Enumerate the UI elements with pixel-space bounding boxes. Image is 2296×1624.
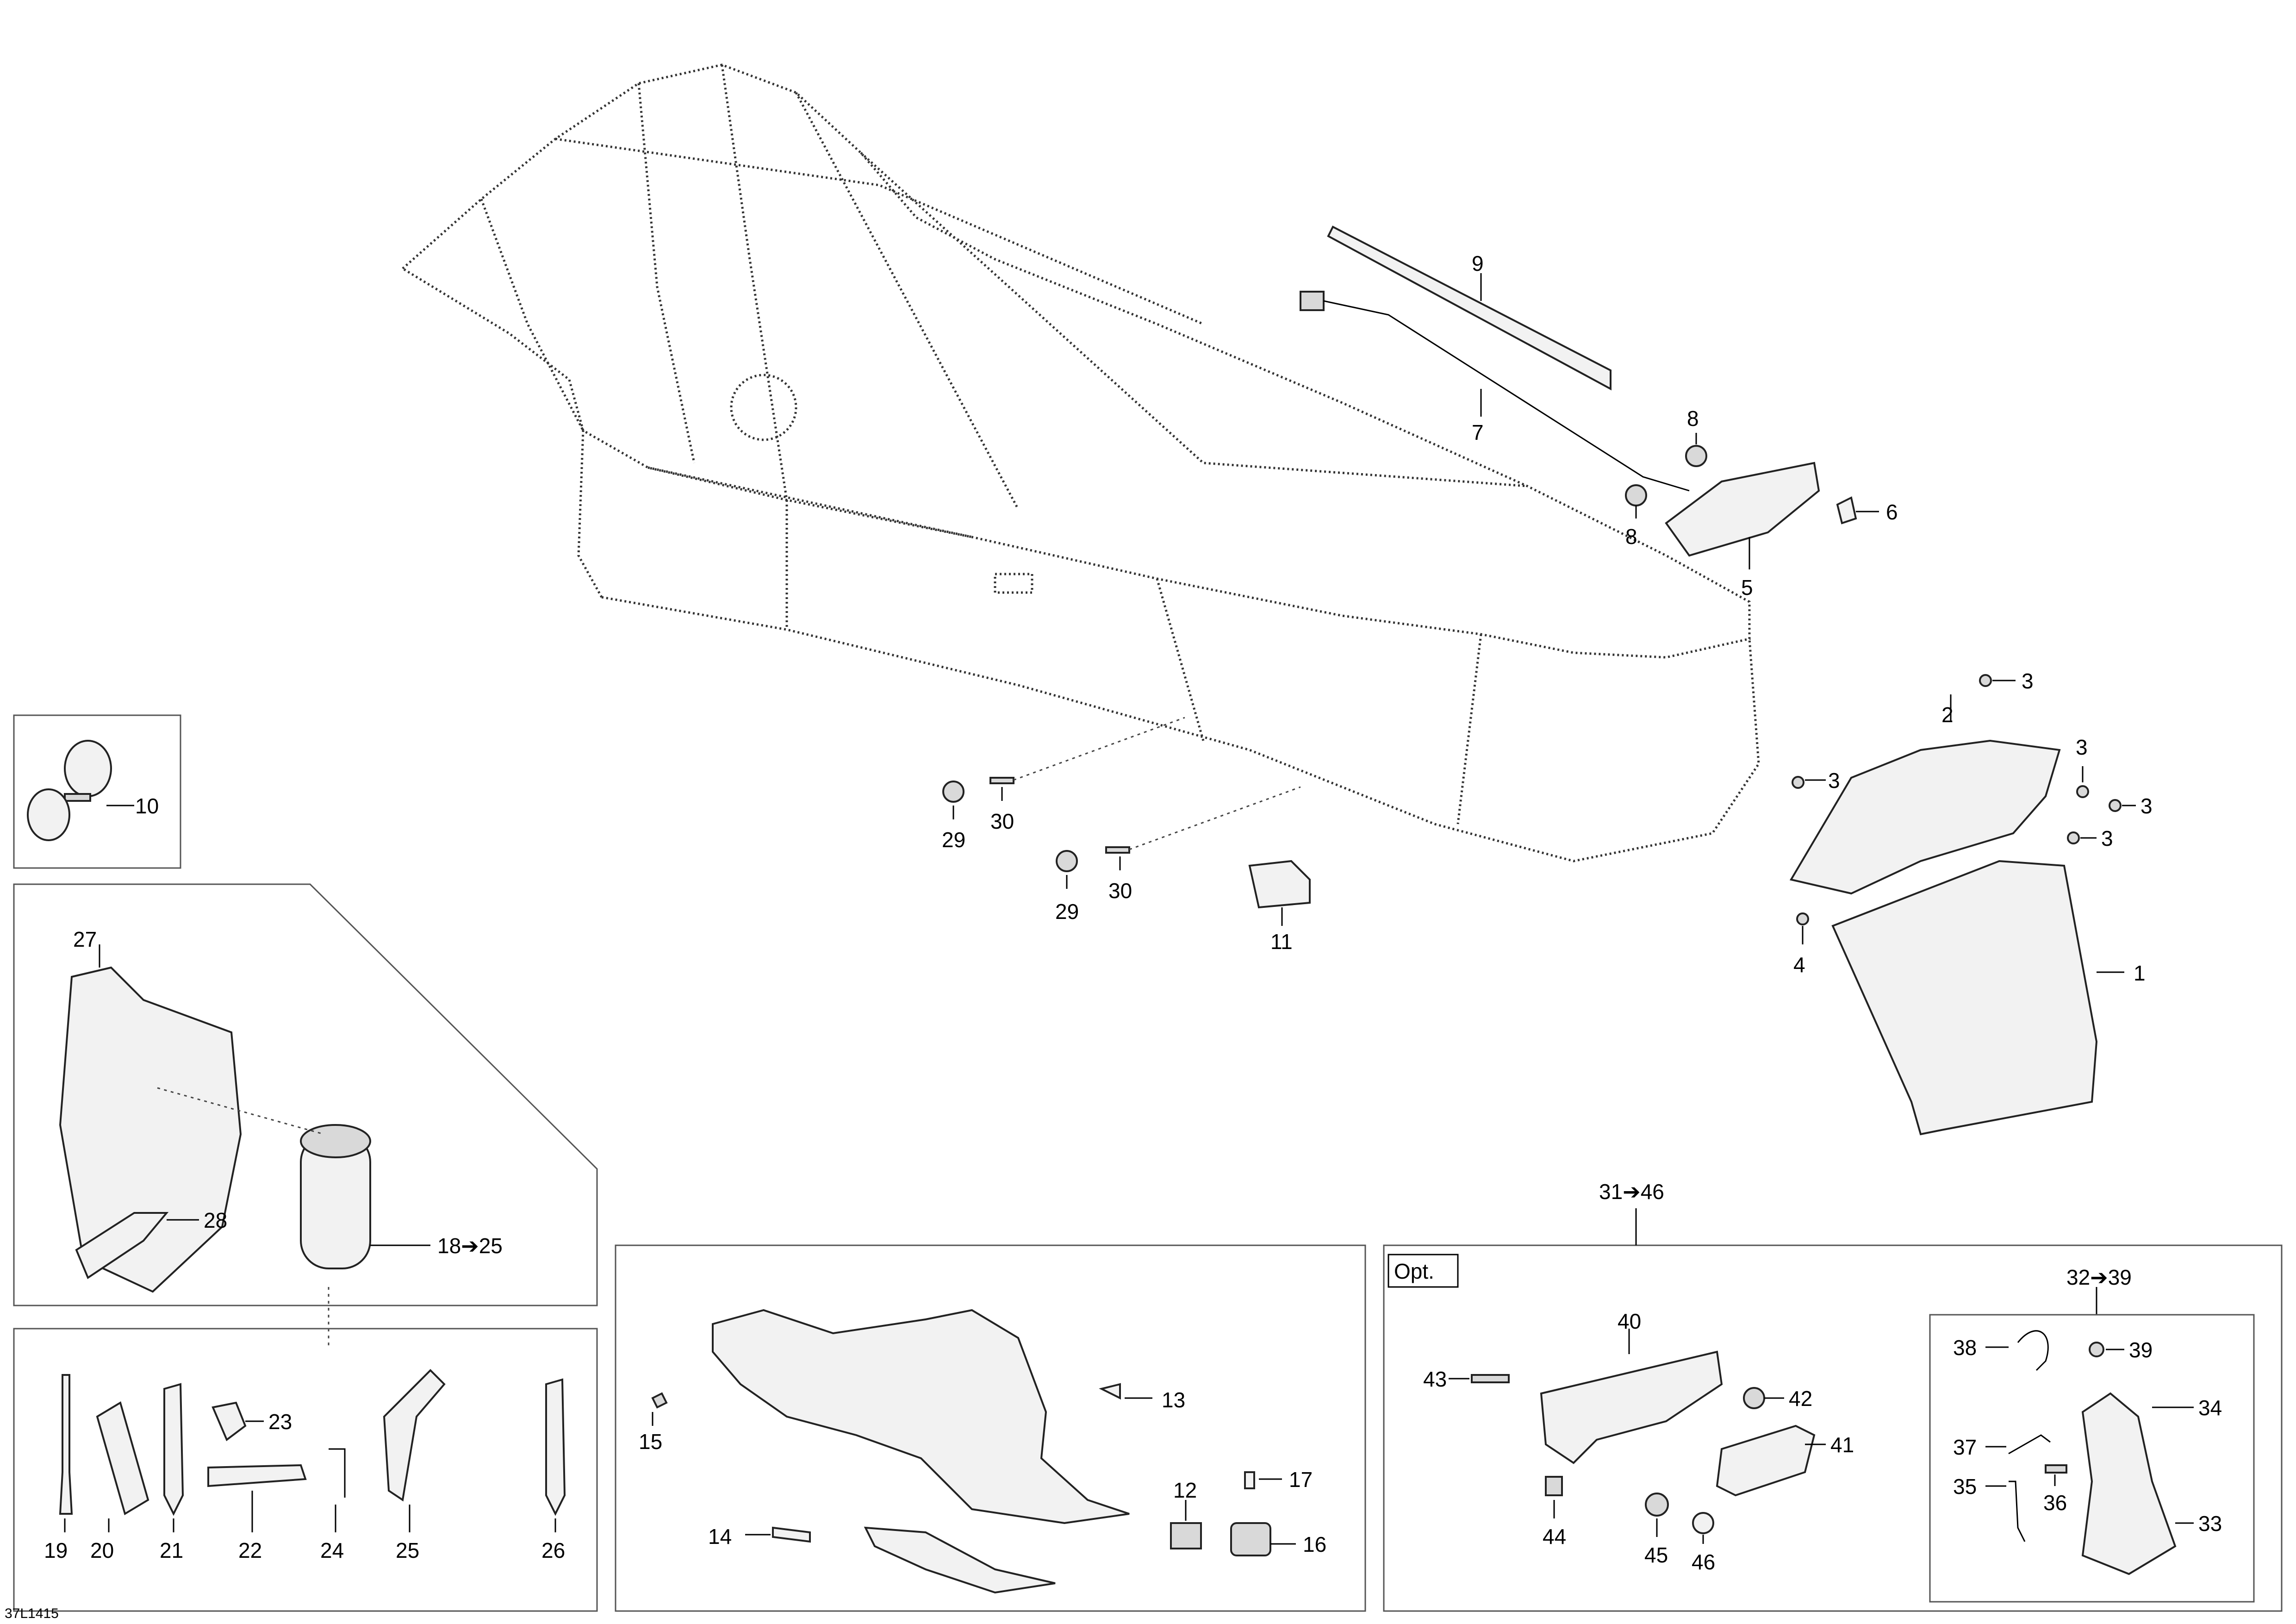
part-6-bulb: 6 [1836,496,1898,525]
callout-28: 28 [204,1208,227,1232]
callout-29-b: 29 [1055,899,1079,924]
callout-40: 40 [1618,1309,1641,1333]
callout-19: 19 [44,1538,68,1562]
part-3-screws: 3 3 3 3 3 [1792,669,2153,850]
part-2-bracket: 2 [1789,694,2061,895]
callout-4: 4 [1793,953,1805,977]
callout-1: 1 [2134,961,2146,985]
callout-7: 7 [1472,420,1484,444]
callout-46: 46 [1692,1550,1715,1574]
callout-30-b: 30 [1108,879,1132,903]
callout-39: 39 [2129,1338,2153,1362]
callout-2: 2 [1941,703,1954,727]
callout-43: 43 [1423,1367,1447,1391]
callout-8-bottom: 8 [1625,525,1637,549]
part-29-30-fasteners: 29 30 29 30 [942,717,1301,924]
callout-23: 23 [268,1410,292,1434]
part-9-strip: 9 [1327,225,1612,391]
callout-45: 45 [1644,1543,1668,1567]
callout-17: 17 [1289,1468,1313,1492]
callout-6: 6 [1886,500,1898,524]
callout-11: 11 [1270,930,1293,954]
part-7-wire-harness: 7 [1300,291,1690,492]
callout-22: 22 [238,1538,262,1562]
callout-21: 21 [160,1538,183,1562]
box-tools: 19 20 21 22 23 24 25 26 [13,1328,598,1612]
callout-20: 20 [90,1538,114,1562]
callout-3-b: 3 [1828,768,1840,793]
callout-38: 38 [1953,1336,1977,1360]
box-part-10: 10 [13,714,181,869]
callout-33: 33 [2198,1512,2222,1536]
callout-34: 34 [2198,1396,2222,1420]
callout-9: 9 [1472,251,1484,275]
callout-25: 25 [396,1538,419,1562]
callout-10: 10 [135,794,159,818]
callout-12: 12 [1173,1478,1197,1502]
callout-26: 26 [541,1538,565,1562]
callout-35: 35 [1953,1474,1977,1499]
part-4-washer: 4 [1793,912,1809,977]
callout-18-25: 18➔25 [437,1234,503,1258]
callout-42: 42 [1789,1387,1812,1411]
callout-13: 13 [1162,1388,1185,1412]
callout-31-46: 31➔46 [1599,1180,1664,1204]
callout-14: 14 [708,1524,732,1549]
callout-8-top: 8 [1687,406,1699,431]
callout-3-e: 3 [2101,826,2113,850]
callout-29-a: 29 [942,828,965,852]
option-label: Opt. [1394,1259,1434,1283]
part-5-taillight: 5 [1665,462,1820,600]
box-decals: 15 13 14 12 16 17 [615,1244,1366,1612]
callout-36: 36 [2043,1491,2067,1515]
callout-27: 27 [73,927,97,951]
callout-37: 37 [1953,1435,1977,1459]
callout-5: 5 [1741,575,1753,600]
callout-3-c: 3 [2076,735,2088,759]
callout-16: 16 [1303,1532,1326,1556]
callout-32-39: 32➔39 [2066,1265,2132,1289]
figure-code: 37L1415 [5,1606,59,1621]
part-1-snowflap: 1 [1831,860,2146,1136]
callout-30-a: 30 [990,809,1014,833]
callout-41: 41 [1830,1433,1854,1457]
part-11-clip: 11 [1248,860,1311,954]
callout-3-d: 3 [2140,794,2153,818]
box-hitch-option: 31➔46 Opt. 40 43 42 41 44 45 46 32➔39 [1383,1180,2283,1612]
callout-15: 15 [639,1430,662,1454]
callout-44: 44 [1543,1524,1566,1549]
chassis-frame [400,63,1760,862]
part-8-grommet: 8 8 [1625,406,1707,549]
callout-24: 24 [320,1538,344,1562]
callout-3-a: 3 [2022,669,2034,693]
box-tool-bag: 27 28 18➔25 [13,883,598,1347]
